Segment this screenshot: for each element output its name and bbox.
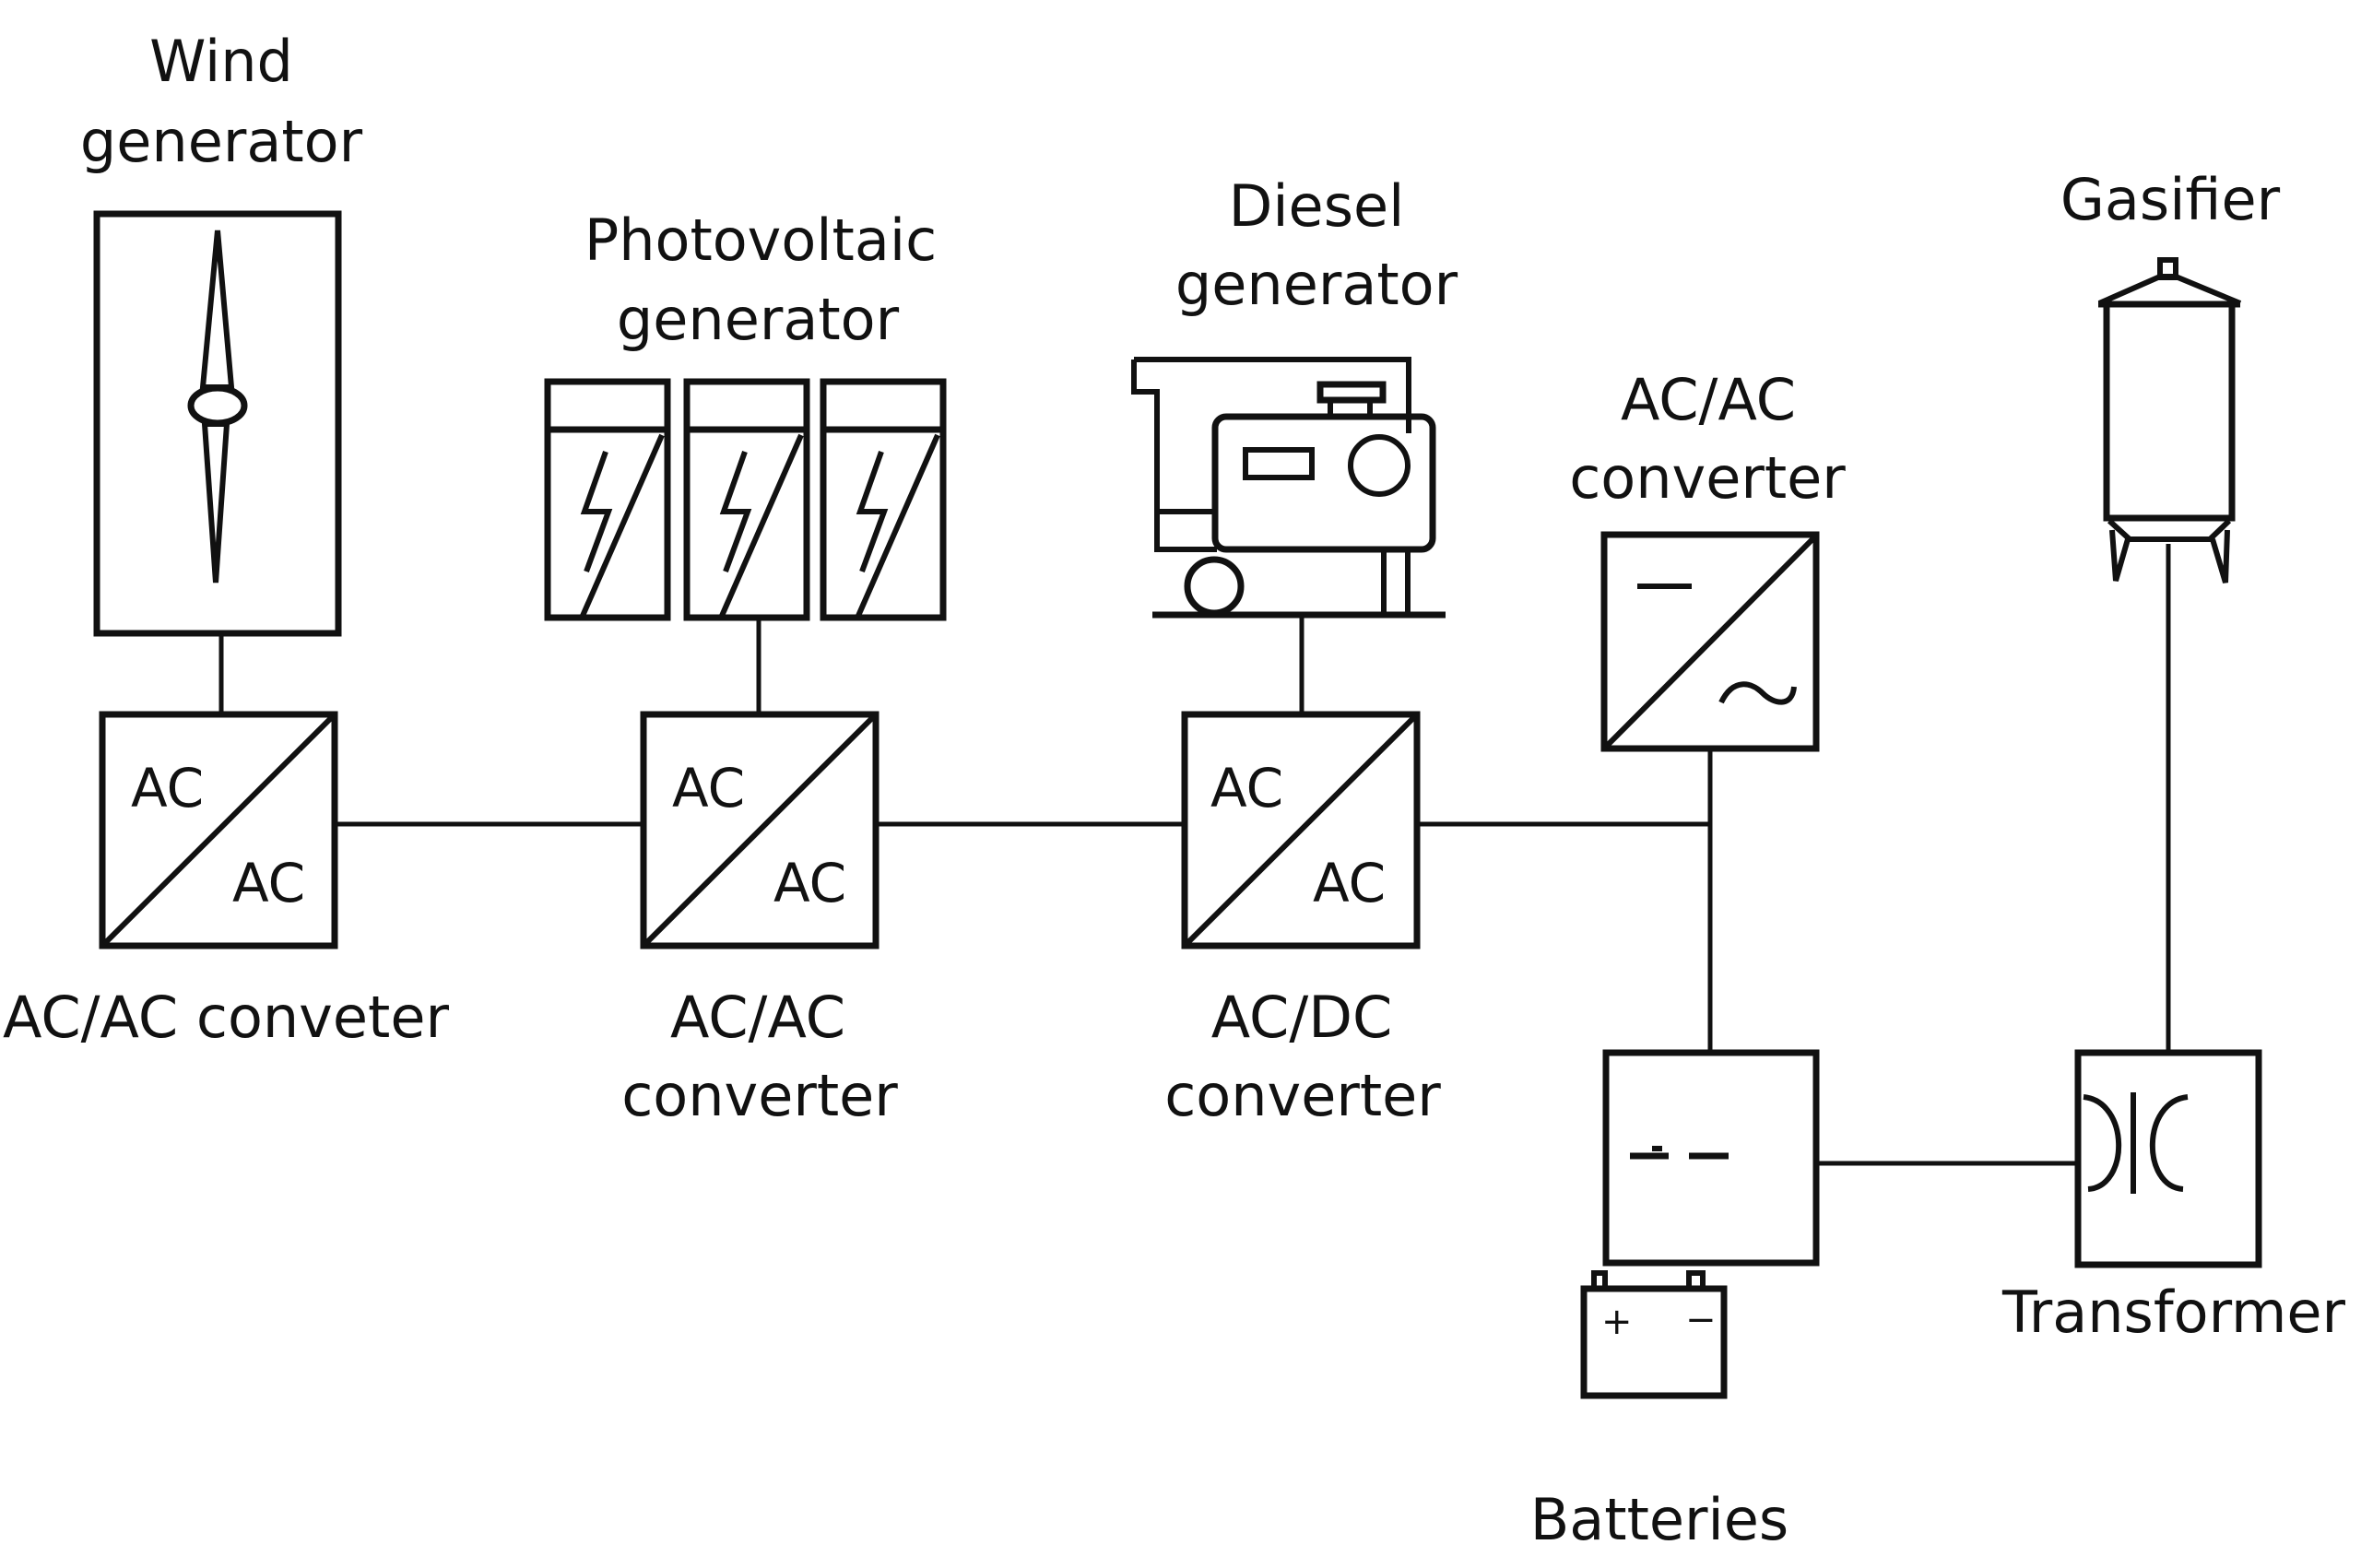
diesel-generator-label-line1: Diesel <box>1229 172 1405 240</box>
diesel-generator-icon <box>1131 357 1446 619</box>
converter-dc-ac: AC/AC converter <box>1569 366 1846 752</box>
converter-diesel: AC AC AC/DC converter <box>1164 711 1441 1129</box>
diesel-generator-label-line2: generator <box>1175 251 1458 318</box>
wind-generator-box <box>93 210 342 637</box>
converter-pv-label-line1: AC/AC <box>670 984 845 1051</box>
lightning-icon <box>719 450 752 573</box>
converter-diesel-label-line2: converter <box>1164 1062 1441 1129</box>
transformer-label: Transformer <box>2001 1279 2346 1346</box>
diesel-generator: Diesel generator <box>1131 172 1458 619</box>
converter-dc-ac-label-line1: AC/AC <box>1621 366 1796 433</box>
lightning-icon <box>580 450 613 573</box>
batteries-label: Batteries <box>1530 1486 1788 1553</box>
pv-generator-label-line2: generator <box>617 286 900 353</box>
converter-pv-label-line2: converter <box>621 1062 898 1129</box>
batteries: + − Batteries <box>1530 1270 1788 1553</box>
pv-generator-label-line1: Photovoltaic <box>584 206 937 274</box>
gasifier: Gasifier <box>2060 166 2281 584</box>
solar-panel-1 <box>544 378 671 621</box>
car-battery-icon <box>1580 1270 1728 1399</box>
battery-minus-sign: − <box>1685 1299 1717 1341</box>
solar-panel-3 <box>820 378 947 621</box>
lightning-icon <box>856 450 889 573</box>
converter-wind-inner-bottom: AC <box>232 852 305 914</box>
wind-generator-label-line1: Wind <box>149 28 293 95</box>
pv-generator: Photovoltaic generator <box>544 206 947 621</box>
converter-dc-ac-label-line2: converter <box>1569 444 1846 512</box>
wind-turbine-icon <box>187 230 248 584</box>
gasifier-label: Gasifier <box>2060 166 2281 233</box>
wind-generator: Wind generator <box>80 28 363 637</box>
gasifier-tank-icon <box>2097 257 2242 584</box>
solar-panel-2 <box>683 378 810 621</box>
battery-bank <box>1602 1049 1820 1267</box>
converter-pv-inner-bottom: AC <box>773 852 846 914</box>
converter-diesel-label-line1: AC/DC <box>1211 984 1393 1051</box>
wind-generator-label-line2: generator <box>80 108 363 175</box>
converter-wind-label: AC/AC conveter <box>3 984 449 1051</box>
transformer-coil-icon <box>2083 1092 2189 1194</box>
converter-pv-inner-top: AC <box>672 757 745 819</box>
converter-wind-inner-top: AC <box>131 757 204 819</box>
battery-cell-icon <box>1630 1146 1729 1160</box>
battery-plus-sign: + <box>1601 1301 1633 1343</box>
converter-diesel-inner-bottom: AC <box>1313 852 1386 914</box>
converter-pv: AC AC AC/AC converter <box>621 711 898 1129</box>
transformer: Transformer <box>2001 1049 2346 1346</box>
wires <box>218 544 2171 1166</box>
solar-panel-icon <box>544 378 947 621</box>
converter-diesel-inner-top: AC <box>1210 757 1283 819</box>
ac-wave-icon <box>1718 681 1797 705</box>
converter-wind: AC AC AC/AC conveter <box>3 711 449 1051</box>
